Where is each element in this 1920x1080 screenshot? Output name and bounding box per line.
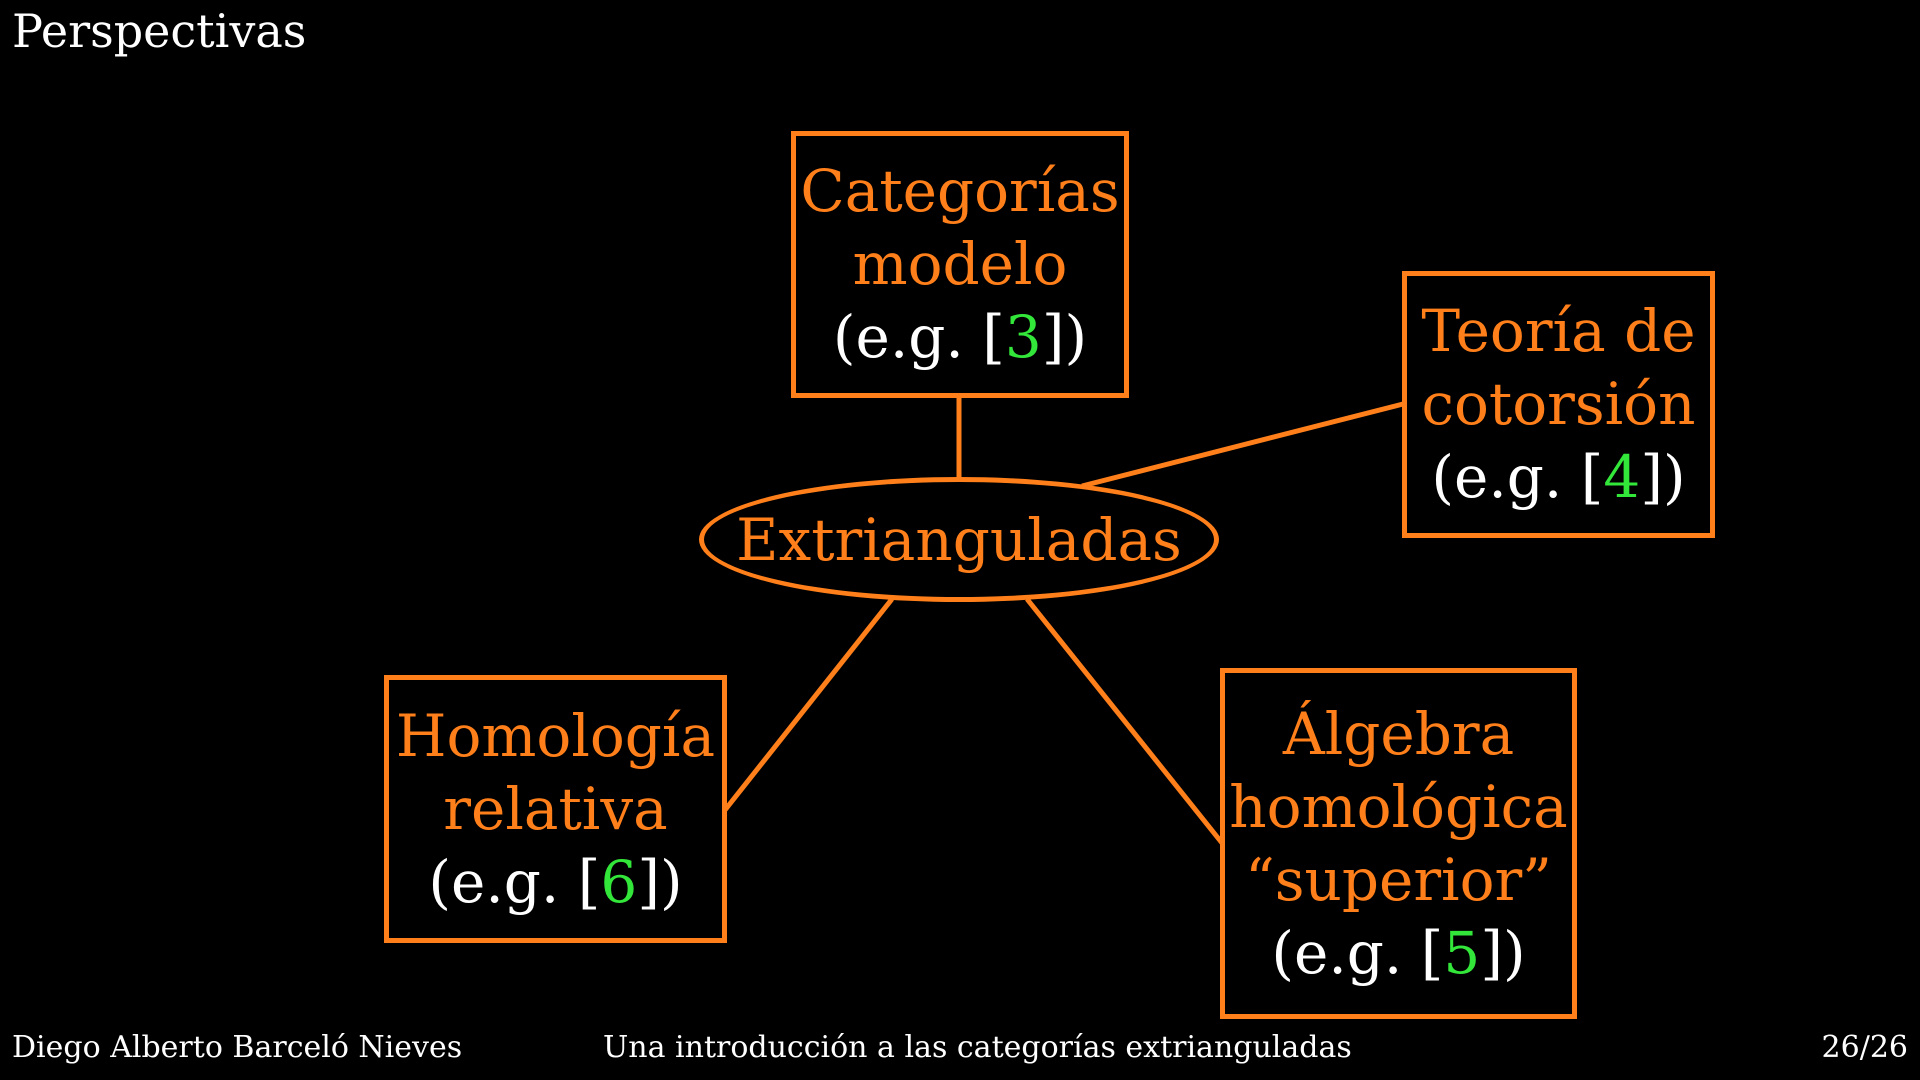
node-model-line-1: Categorías xyxy=(800,157,1120,225)
node-relative-homology: Homología relativa (e.g. [6]) xyxy=(384,675,727,943)
node-model-line-2: modelo xyxy=(852,230,1068,298)
citation-link-5[interactable]: 5 xyxy=(1443,918,1481,987)
node-higher-line-1: Álgebra xyxy=(1282,699,1515,768)
citation-link-4[interactable]: 4 xyxy=(1603,443,1641,511)
footer-page-number[interactable]: 26/26 xyxy=(1821,1030,1908,1065)
footer-author: Diego Alberto Barceló Nieves xyxy=(12,1030,463,1065)
node-higher-reference: (e.g. [5]) xyxy=(1271,918,1526,987)
footer-talk-title: Una introducción a las categorías extria… xyxy=(603,1030,1352,1065)
center-label: Extrianguladas xyxy=(736,505,1182,574)
node-higher-line-2: homológica xyxy=(1229,772,1568,841)
connector-cotorsion xyxy=(1081,401,1404,489)
node-cotorsion-line-2: cotorsión xyxy=(1421,370,1696,438)
node-relative-reference: (e.g. [6]) xyxy=(428,847,683,916)
slide-title: Perspectivas xyxy=(12,4,307,58)
connector-higher xyxy=(1025,597,1224,845)
node-extriangulated-center: Extrianguladas xyxy=(699,477,1219,602)
node-cotorsion-theory: Teoría de cotorsión (e.g. [4]) xyxy=(1402,271,1715,538)
citation-link-6[interactable]: 6 xyxy=(600,847,638,916)
node-relative-line-1: Homología xyxy=(395,701,716,770)
node-model-reference: (e.g. [3]) xyxy=(832,303,1088,371)
node-higher-line-3: “superior” xyxy=(1245,845,1552,914)
citation-link-3[interactable]: 3 xyxy=(1004,303,1042,371)
node-higher-homological-algebra: Álgebra homológica “superior” (e.g. [5]) xyxy=(1220,668,1577,1019)
node-relative-line-2: relativa xyxy=(443,774,668,843)
connector-relative xyxy=(723,597,894,812)
node-model-categories: Categorías modelo (e.g. [3]) xyxy=(791,131,1129,398)
node-cotorsion-reference: (e.g. [4]) xyxy=(1431,443,1686,511)
node-cotorsion-line-1: Teoría de xyxy=(1421,297,1696,365)
